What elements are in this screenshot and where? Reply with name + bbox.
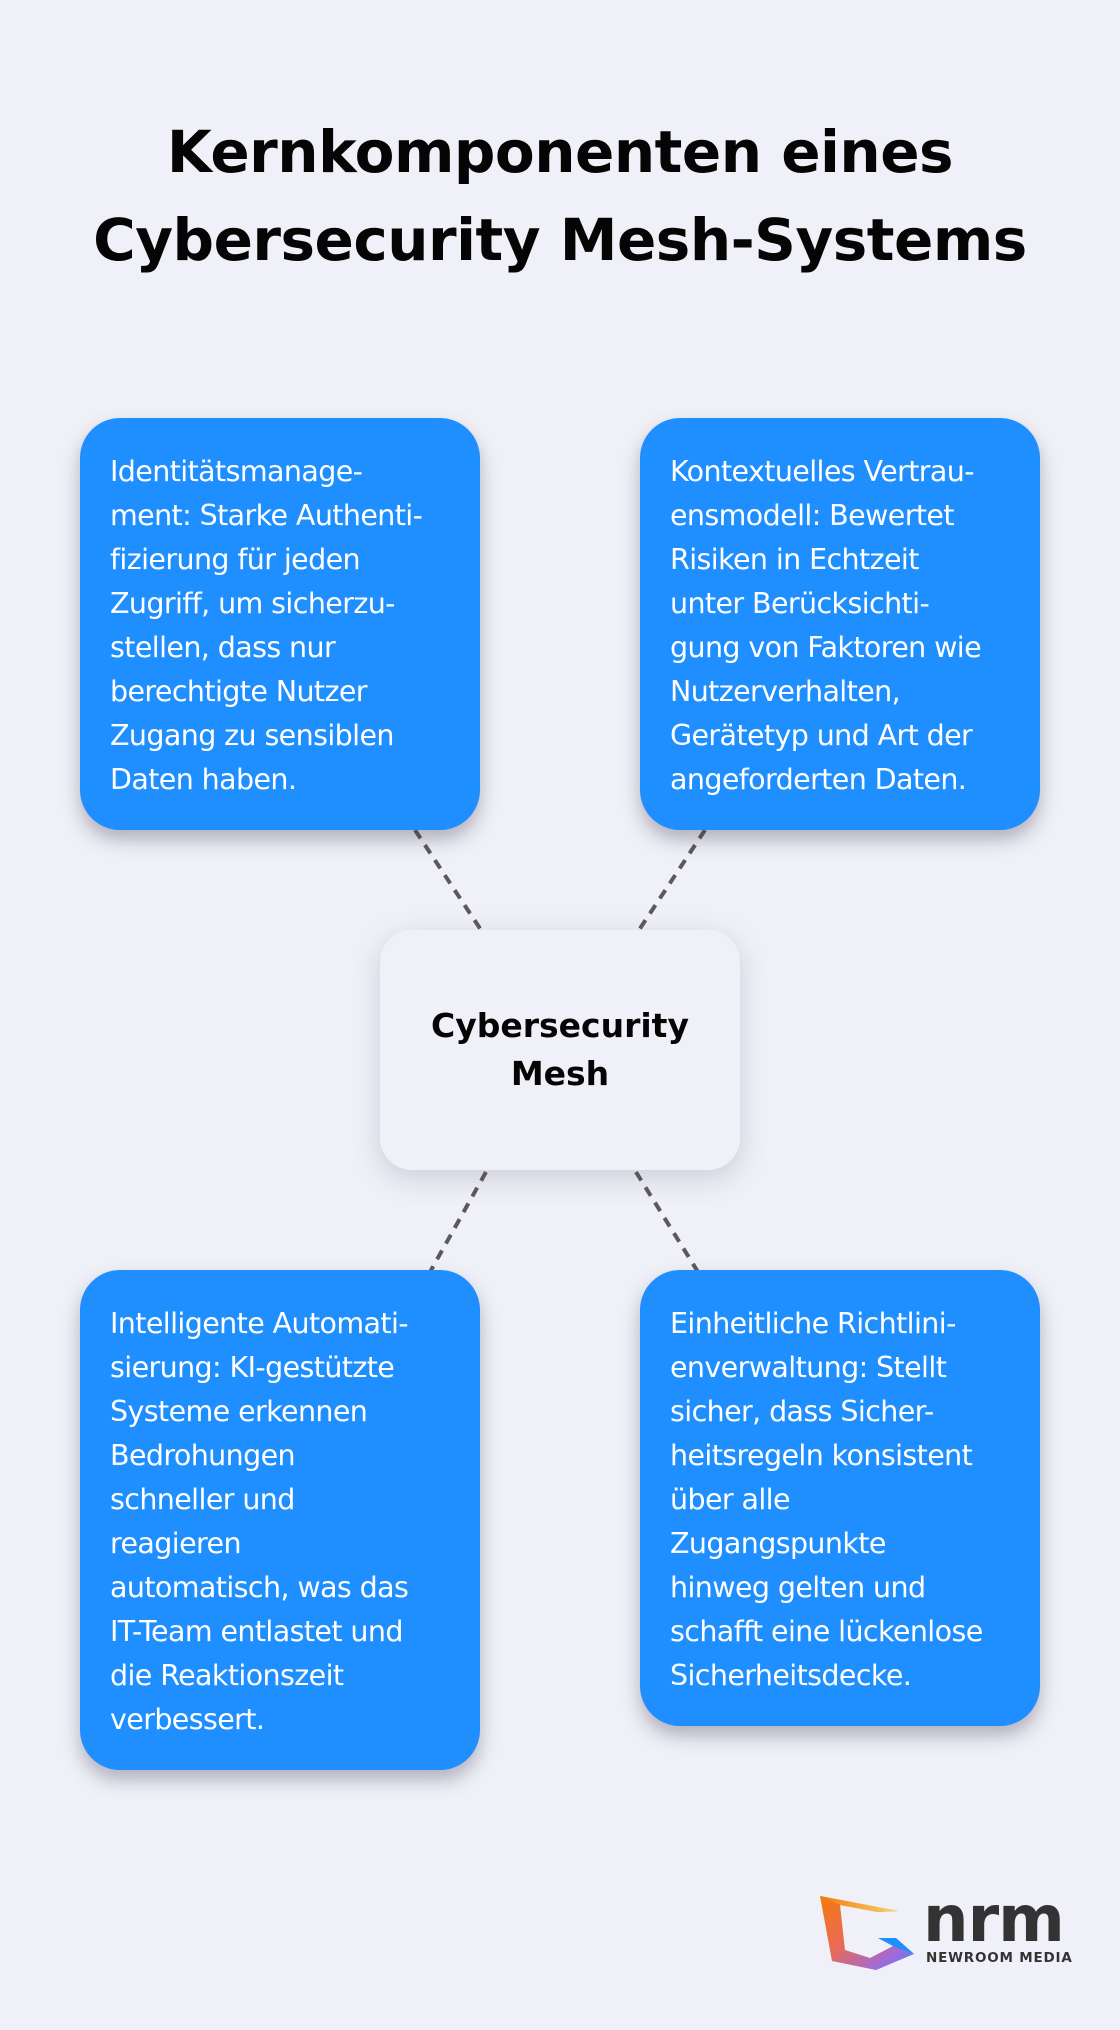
nrm-gradient-logo-icon [820,1896,914,1970]
node-text-line: sicher, dass Sicher- [670,1395,934,1428]
node-text-line: Zugriff, um sicherzu- [110,587,395,620]
node-text-line: IT-Team entlastet und [110,1615,403,1648]
newroom-media-logo: nrm NEWROOM MEDIA [818,1883,1072,1973]
node-text-line: unter Berücksichti- [670,587,930,620]
node-text-line: Daten haben. [110,763,297,796]
node-text-line: Bedrohungen [110,1439,296,1472]
node-intelligent-automation: Intelligente Automati- sierung: KI-gestü… [80,1270,480,1770]
center-label-line-1: Cybersecurity [431,1006,689,1045]
center-label-line-2: Mesh [510,1054,610,1093]
node-text-line: stellen, dass nur [110,631,336,664]
node-text-line: Gerätetyp und Art der [670,719,973,752]
node-text-line: automatisch, was das [110,1571,409,1604]
node-text-line: angeforderten Daten. [670,763,967,796]
node-text-line: Kontextuelles Vertrau- [670,455,975,488]
node-text-line: Sicherheitsdecke. [670,1659,912,1692]
connector-top-left [413,828,483,932]
node-text-line: reagieren [110,1527,242,1560]
node-text-line: schneller und [110,1483,295,1516]
node-text-line: Intelligente Automati- [110,1307,409,1340]
node-text-line: verbessert. [110,1703,265,1736]
node-text-line: ensmodell: Bewertet [670,499,955,532]
logo-subtitle: NEWROOM MEDIA [926,1950,1073,1966]
center-node-cybersecurity-mesh: Cybersecurity Mesh [380,930,740,1170]
node-text-line: hinweg gelten und [670,1571,926,1604]
node-text-line: enverwaltung: Stellt [670,1351,947,1384]
title-line-2: Cybersecurity Mesh-Systems [93,206,1027,274]
node-text-line: Risiken in Echtzeit [670,543,919,576]
node-text-line: Identitätsmanage- [110,455,363,488]
logo-wordmark: nrm [923,1883,1065,1957]
node-text-line: sierung: KI-gestützte [110,1351,395,1384]
node-text-line: schafft eine lückenlose [670,1615,983,1648]
connector-top-right [637,828,707,932]
connector-bottom-right [634,1170,700,1274]
page-title: Kernkomponenten eines Cybersecurity Mesh… [0,108,1120,284]
node-text-line: fizierung für jeden [110,543,361,576]
node-unified-policy-management: Einheitliche Richtlini- enverwaltung: St… [640,1270,1040,1726]
node-text-line: Nutzerverhalten, [670,675,901,708]
node-text-line: Zugang zu sensiblen [110,719,394,752]
node-text-line: Zugangspunkte [670,1527,886,1560]
node-text-line: ment: Starke Authenti- [110,499,423,532]
connector-bottom-left [428,1171,488,1273]
node-text-line: berechtigte Nutzer [110,675,368,708]
node-identity-management: Identitätsmanage- ment: Starke Authenti-… [80,418,480,830]
node-text-line: Systeme erkennen [110,1395,368,1428]
node-text-line: heitsregeln konsistent [670,1439,973,1472]
node-contextual-trust-model: Kontextuelles Vertrau- ensmodell: Bewert… [640,418,1040,830]
node-text-line: Einheitliche Richtlini- [670,1307,956,1340]
node-text-line: gung von Faktoren wie [670,631,982,664]
node-text-line: die Reaktionszeit [110,1659,344,1692]
title-line-1: Kernkomponenten eines [166,118,954,186]
node-text-line: über alle [670,1483,791,1516]
